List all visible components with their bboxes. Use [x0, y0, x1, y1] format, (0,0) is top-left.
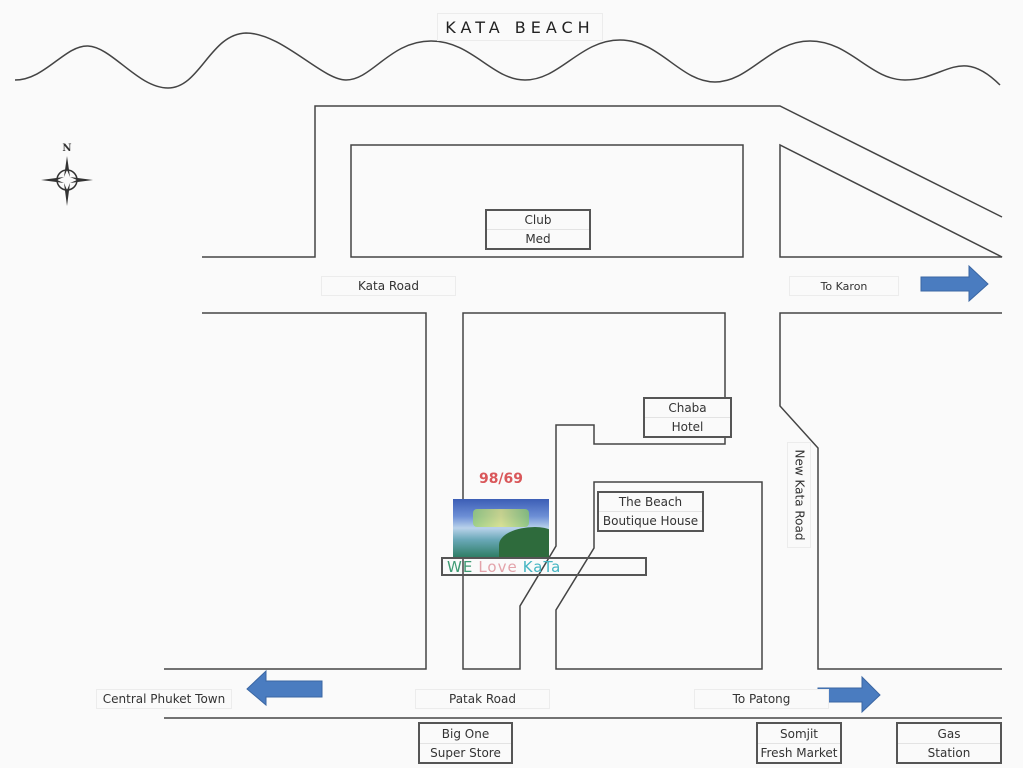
map-title: KATA BEACH — [437, 13, 603, 41]
central-phuket-town-label: Central Phuket Town — [96, 689, 232, 709]
big-one-line2: Super Store — [420, 742, 511, 762]
sea-wave — [14, 32, 1001, 89]
gas-station-line2: Station — [898, 742, 1000, 762]
photo-logo-text — [473, 509, 529, 527]
central-block — [462, 312, 726, 670]
chaba-hotel-landmark: Chaba Hotel — [643, 397, 732, 438]
to-patong-label: To Patong — [694, 689, 829, 709]
to-karon-arrow — [920, 264, 989, 303]
club-med-landmark: Club Med — [485, 209, 591, 250]
big-one-line1: Big One — [441, 726, 490, 741]
big-one-landmark: Big One Super Store — [418, 722, 513, 764]
sign-word-love: Love — [478, 557, 518, 576]
kata-road-north-edge — [202, 105, 1003, 258]
beach-boutique-line2: Boutique House — [599, 511, 702, 530]
gas-station-line1: Gas — [937, 726, 961, 741]
compass-north-label: N — [62, 143, 71, 154]
gas-station-landmark: Gas Station — [896, 722, 1002, 764]
somjit-line1: Somjit — [779, 726, 819, 741]
sign-word-kata: KaTa — [522, 557, 562, 576]
chaba-hotel-line1: Chaba — [668, 401, 707, 415]
boutique-block — [555, 481, 763, 670]
destination-address: 98/69 — [474, 468, 528, 490]
somjit-line2: Fresh Market — [758, 742, 840, 762]
club-med-block — [350, 144, 744, 258]
new-kata-road-text: New Kata Road — [792, 449, 807, 541]
patak-road-label: Patak Road — [415, 689, 550, 709]
chaba-hotel-line2: Hotel — [645, 417, 730, 436]
club-med-line2: Med — [487, 229, 589, 248]
central-phuket-town-arrow — [246, 669, 323, 707]
new-kata-road-east — [779, 312, 1002, 670]
triangle-block — [779, 143, 1003, 258]
photo-hill — [499, 527, 549, 557]
club-med-line1: Club — [524, 213, 552, 227]
sign-word-we: WE — [447, 557, 474, 576]
kata-road-south-west — [164, 312, 427, 670]
shop-photo-icon — [453, 499, 549, 557]
compass-rose-icon — [41, 156, 93, 206]
kata-road-label: Kata Road — [321, 276, 456, 296]
beach-boutique-landmark: The Beach Boutique House — [597, 491, 704, 532]
new-kata-road-label: New Kata Road — [787, 442, 811, 548]
we-love-kata-sign: WE Love KaTa — [441, 557, 647, 576]
beach-boutique-line1: The Beach — [618, 495, 683, 509]
somjit-landmark: Somjit Fresh Market — [756, 722, 842, 764]
to-karon-label: To Karon — [789, 276, 899, 296]
